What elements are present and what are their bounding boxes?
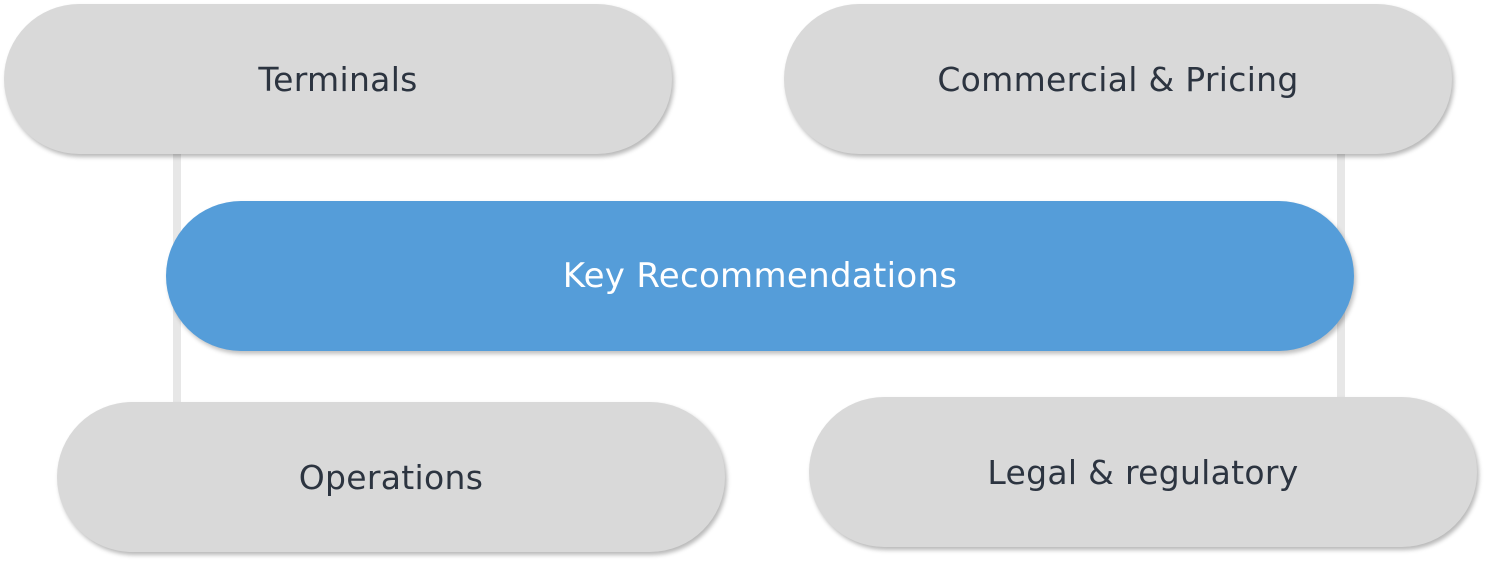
topic-operations: Operations — [57, 402, 725, 552]
center-key-recommendations-label: Key Recommendations — [562, 256, 958, 296]
topic-terminals-label: Terminals — [258, 59, 418, 99]
topic-commercial-pricing: Commercial & Pricing — [784, 4, 1452, 154]
topic-legal-regulatory-label: Legal & regulatory — [987, 452, 1299, 492]
center-key-recommendations: Key Recommendations — [166, 201, 1354, 351]
topic-legal-regulatory: Legal & regulatory — [809, 397, 1477, 547]
topic-operations-label: Operations — [298, 457, 484, 497]
topic-commercial-pricing-label: Commercial & Pricing — [937, 59, 1299, 99]
topic-terminals: Terminals — [4, 4, 672, 154]
